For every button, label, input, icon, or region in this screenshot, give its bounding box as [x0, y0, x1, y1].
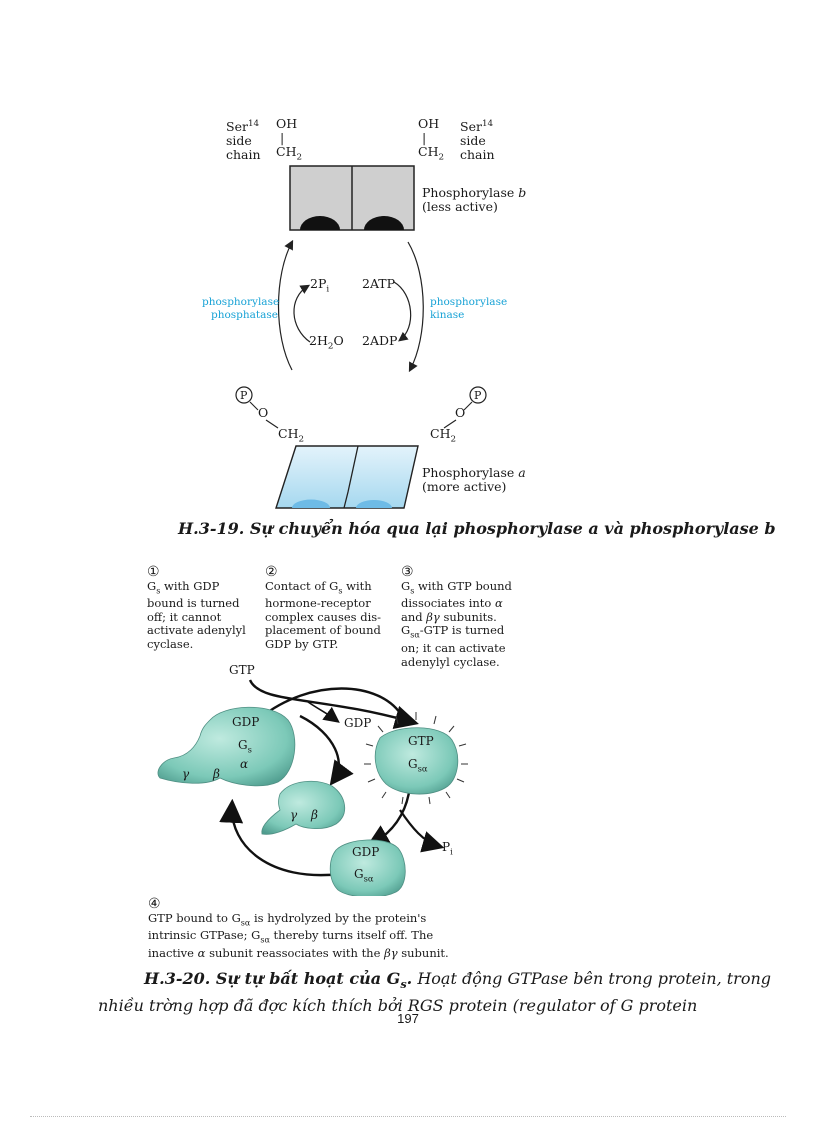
- left-o-label: O: [258, 405, 269, 420]
- left-oh-ch2: OH | CH2: [276, 116, 303, 163]
- kinase-label: phosphorylase kinase: [430, 296, 508, 321]
- blob1-alpha-label: α: [240, 757, 249, 771]
- conversion-arrows: [277, 239, 424, 373]
- phosphorylase-a-dimer: [275, 445, 419, 509]
- right-o-label: O: [455, 405, 466, 420]
- two-h2o-label: 2H2O: [309, 333, 344, 352]
- pi-output-label: Pi: [442, 840, 453, 857]
- activation-glow: [364, 712, 468, 805]
- blob1-gdp-label: GDP: [232, 715, 260, 729]
- two-pi-label: 2Pi: [310, 276, 330, 295]
- blob2-gamma-label: γ: [290, 808, 298, 822]
- blob3-gsa-label: Gsα: [408, 757, 428, 774]
- blob2-beta-label: β: [311, 808, 318, 822]
- figure-3-20-caption: H.3-20. Sự tự bất hoạt của Gs. Hoạt động…: [98, 969, 771, 1016]
- two-adp-label: 2ADP: [362, 333, 398, 348]
- right-ch2-a: CH2: [430, 426, 457, 445]
- blob1-gs-label: Gs: [238, 738, 252, 755]
- gdp-output-label: GDP: [344, 716, 372, 730]
- right-oh-ch2: OH | CH2: [418, 116, 445, 163]
- page-number: 197: [397, 1011, 419, 1026]
- left-ser-label: Ser14 side chain: [226, 119, 261, 163]
- step-3-text: ③ Gs with GTP bound dissociates into α a…: [401, 564, 512, 669]
- right-p-circle-label: P: [474, 389, 482, 402]
- blob4-gdp-label: GDP: [352, 845, 380, 859]
- phosphorylase-b-dimer: [289, 165, 415, 231]
- phosphate-linkers: [235, 386, 487, 429]
- step-2-text: ② Contact of Gs with hormone-receptor co…: [265, 564, 382, 651]
- step-4-text: ④ GTP bound to Gsα is hydrolyzed by the …: [148, 896, 449, 961]
- blob4-gsa-label: Gsα: [354, 867, 374, 884]
- blob3-gtp-label: GTP: [408, 734, 434, 748]
- blob1-gamma-label: γ: [182, 767, 190, 781]
- left-ch2-a: CH2: [278, 426, 305, 445]
- phosphorylase-a-label: Phosphorylase a (more active): [422, 465, 526, 494]
- footer-divider: [30, 1116, 786, 1117]
- two-atp-label: 2ATP: [362, 276, 396, 291]
- blob1-beta-label: β: [213, 767, 220, 781]
- step-1-text: ① Gs with GDP bound is turned off; it ca…: [147, 564, 246, 651]
- right-ser-label: Ser14 side chain: [460, 119, 495, 163]
- phosphatase-label: phosphorylase phosphatase: [202, 296, 280, 321]
- phosphorylase-b-label: Phosphorylase b (less active): [422, 185, 527, 214]
- figure-3-19-caption: H.3-19. Sự chuyển hóa qua lại phosphoryl…: [178, 519, 776, 538]
- g-protein-cycle-diagram: [157, 679, 468, 896]
- left-p-circle-label: P: [240, 389, 248, 402]
- gtp-input-label: GTP: [229, 663, 255, 677]
